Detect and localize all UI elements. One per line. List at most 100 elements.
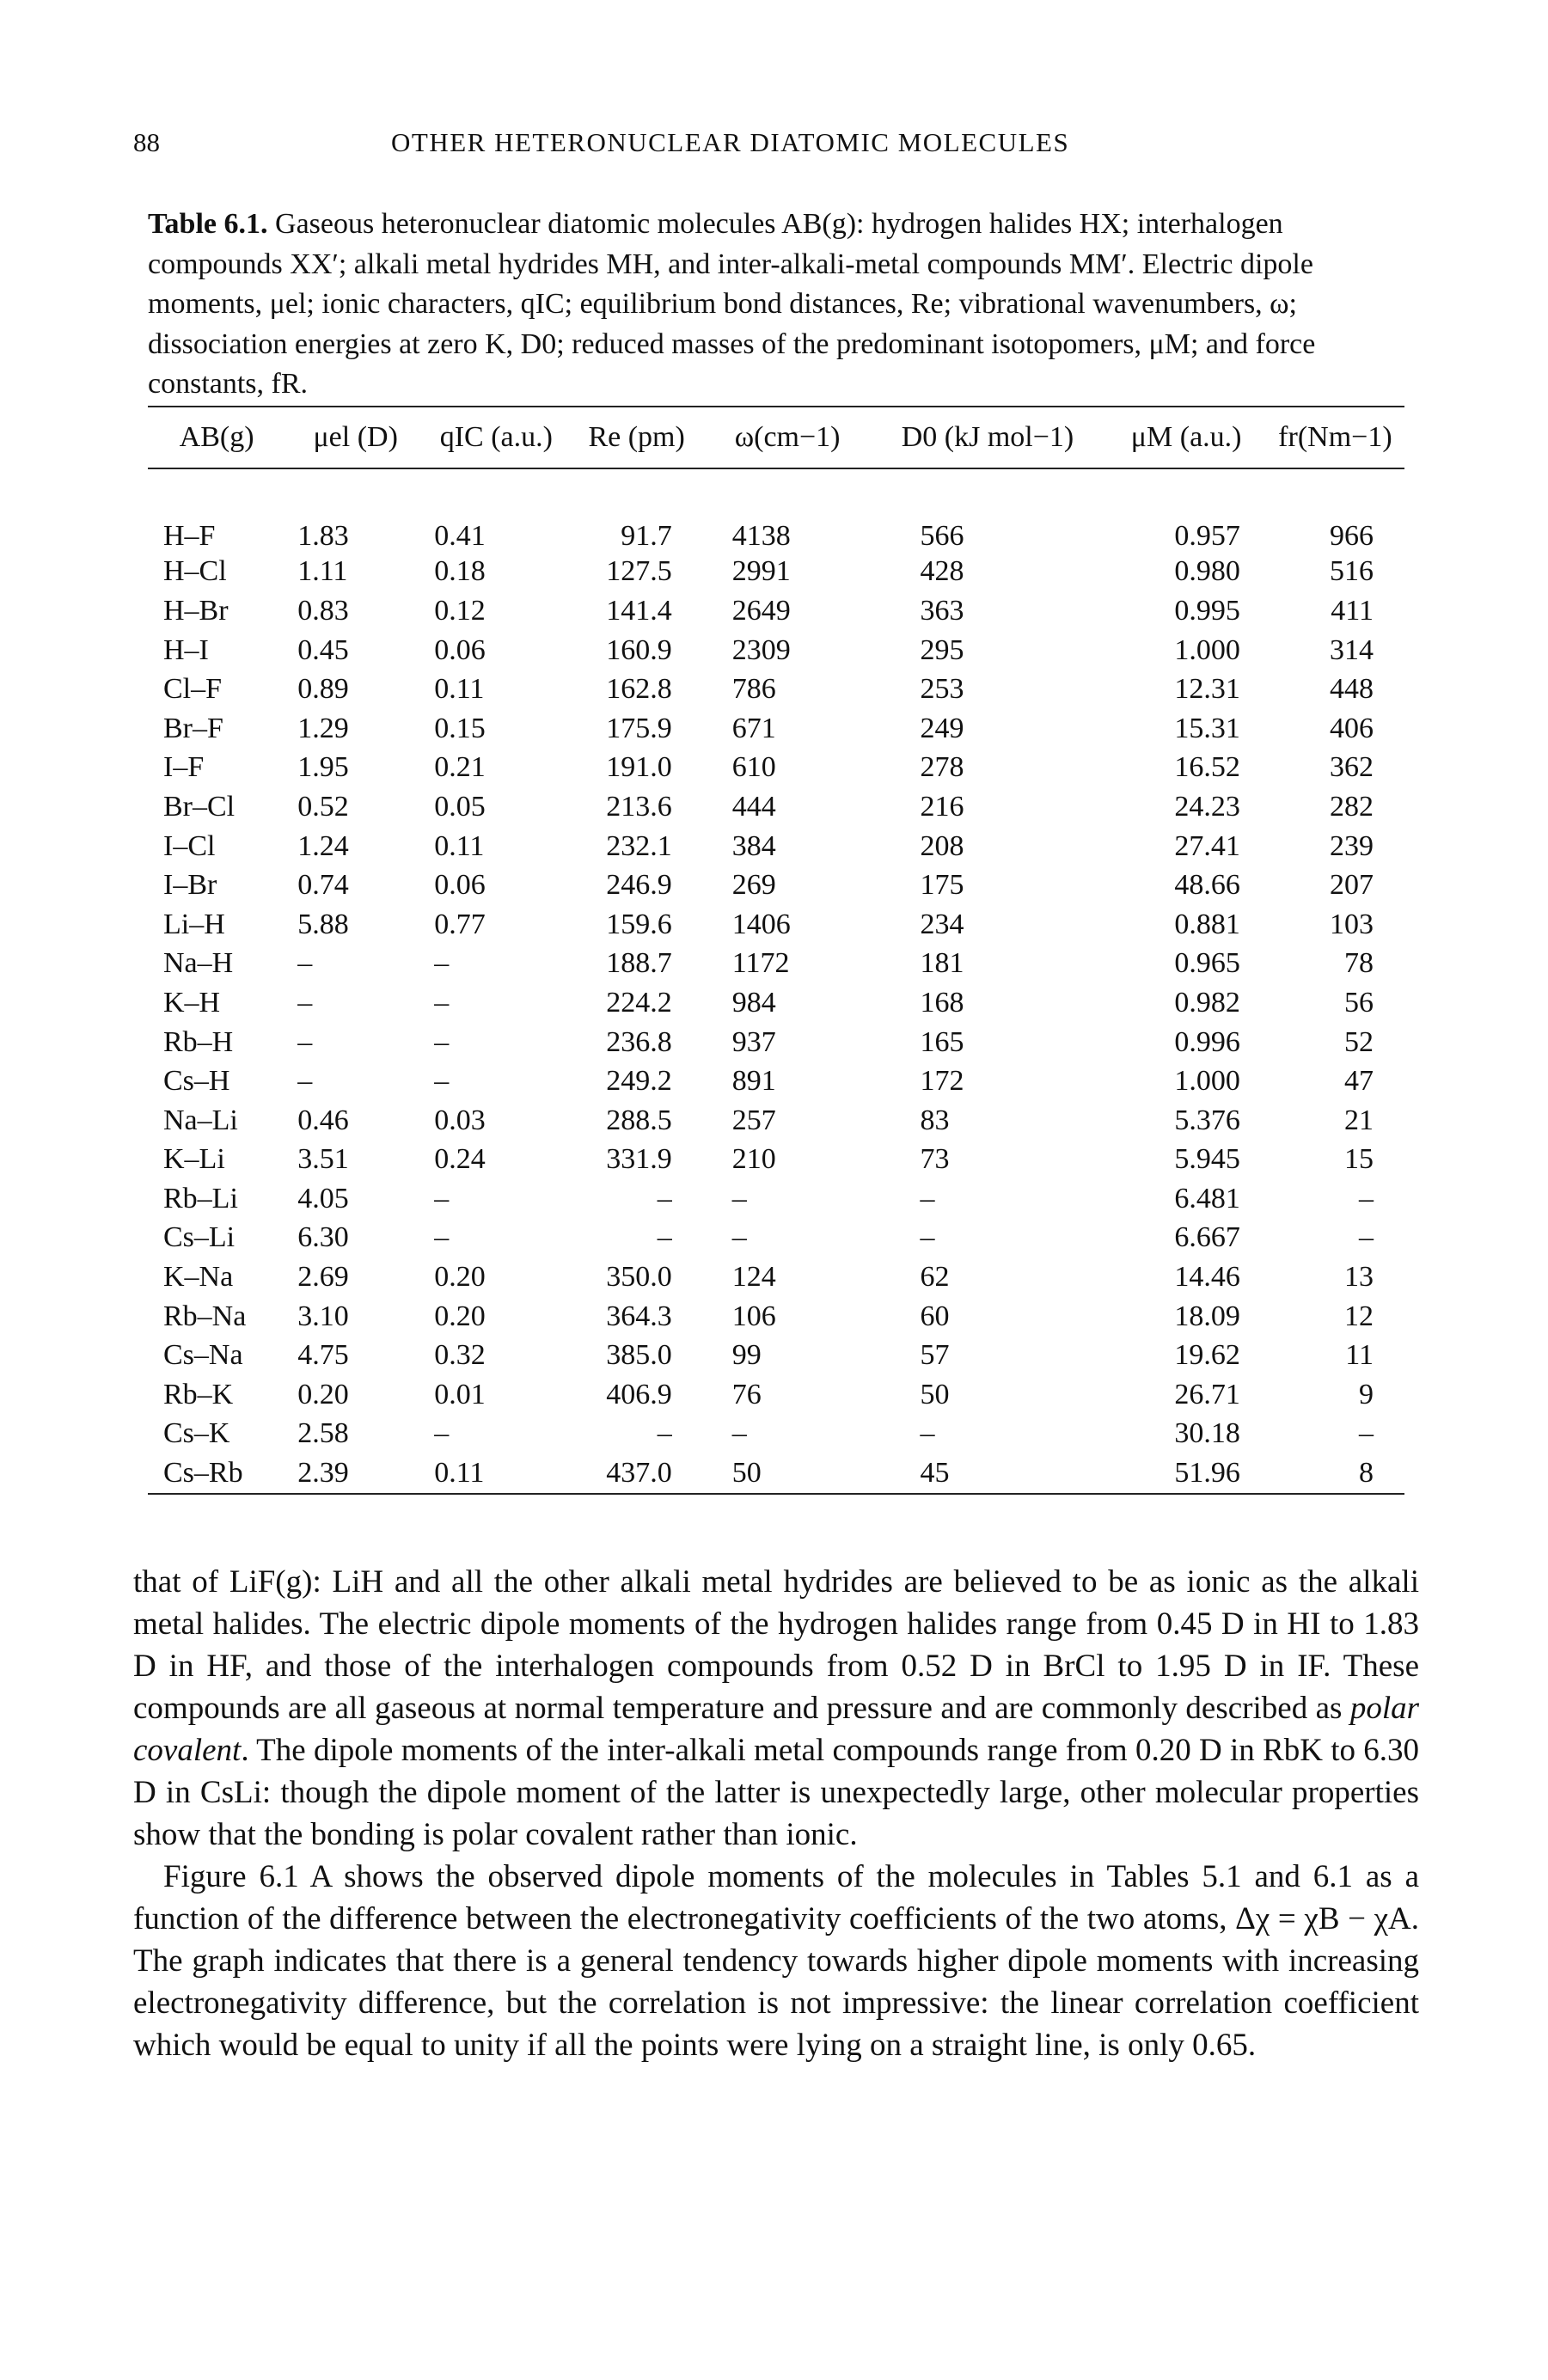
table-cell: 3.51 bbox=[297, 1143, 349, 1176]
table-cell: 249.2 bbox=[606, 1065, 672, 1098]
table-cell: – bbox=[1359, 1417, 1374, 1450]
table-cell: 216 bbox=[920, 790, 964, 823]
table-cell: 236.8 bbox=[606, 1025, 672, 1058]
table-cell: H–Cl bbox=[163, 555, 227, 588]
table-cell: 384 bbox=[731, 829, 776, 862]
table-cell: 160.9 bbox=[606, 633, 672, 666]
table-cell: – bbox=[731, 1221, 747, 1254]
table-cell: 51.96 bbox=[1174, 1457, 1240, 1490]
column-header: μM (a.u.) bbox=[1130, 421, 1242, 453]
table-cell: 1406 bbox=[731, 908, 791, 940]
table-cell: 282 bbox=[1330, 790, 1374, 823]
table-cell: – bbox=[657, 1417, 672, 1450]
caption-text: Gaseous heteronuclear diatomic molecules… bbox=[148, 208, 1316, 400]
table-cell: – bbox=[434, 947, 450, 980]
table-top-rule bbox=[148, 406, 1404, 407]
table-cell: 12.31 bbox=[1174, 673, 1240, 706]
table-cell: Cs–Na bbox=[163, 1339, 243, 1372]
column-header: μel (D) bbox=[313, 421, 398, 453]
table-cell: I–Cl bbox=[163, 829, 216, 862]
paragraph-2: Figure 6.1 A shows the observed dipole m… bbox=[133, 1859, 1419, 2063]
table-cell: 6.481 bbox=[1174, 1182, 1240, 1214]
table-cell: 4138 bbox=[731, 519, 791, 552]
table-cell: 786 bbox=[731, 673, 776, 706]
table-cell: 2649 bbox=[731, 594, 791, 627]
table-cell: 253 bbox=[920, 673, 964, 706]
table-cell: 0.32 bbox=[434, 1339, 486, 1372]
table-cell: 2991 bbox=[731, 555, 791, 588]
table-cell: 0.74 bbox=[297, 869, 349, 902]
molecules-table: AB(g)μel (D)qIC (a.u.)Re (pm)ω(cm−1)D0 (… bbox=[148, 407, 1404, 1493]
table-cell: – bbox=[1359, 1221, 1374, 1254]
table-cell: 0.20 bbox=[297, 1378, 349, 1410]
table-cell: 1172 bbox=[731, 947, 790, 980]
table-cell: 891 bbox=[731, 1065, 776, 1098]
table-cell: 188.7 bbox=[606, 947, 672, 980]
table-cell: 50 bbox=[920, 1378, 950, 1410]
table-cell: 0.980 bbox=[1174, 555, 1240, 588]
table-cell: K–Li bbox=[163, 1143, 225, 1176]
table-cell: 278 bbox=[920, 751, 964, 784]
table-cell: 6.30 bbox=[297, 1221, 349, 1254]
table-cell: 19.62 bbox=[1174, 1339, 1240, 1372]
table-cell: 91.7 bbox=[621, 519, 672, 552]
table-cell: 0.11 bbox=[434, 673, 485, 706]
table-cell: 1.83 bbox=[297, 519, 349, 552]
table-cell: 13 bbox=[1344, 1261, 1374, 1294]
table-cell: 26.71 bbox=[1174, 1378, 1240, 1410]
table-cell: 6.667 bbox=[1174, 1221, 1240, 1254]
table-cell: – bbox=[434, 986, 450, 1019]
table-cell: 0.06 bbox=[434, 633, 486, 666]
table-cell: 0.982 bbox=[1174, 986, 1240, 1019]
table-cell: 24.23 bbox=[1174, 790, 1240, 823]
page-header: 88 OTHER HETERONUCLEAR DIATOMIC MOLECULE… bbox=[133, 127, 1423, 165]
table-cell: 11 bbox=[1345, 1339, 1374, 1372]
table-cell: 0.12 bbox=[434, 594, 486, 627]
table-cell: – bbox=[434, 1065, 450, 1098]
table-cell: 141.4 bbox=[606, 594, 672, 627]
table-cell: 16.52 bbox=[1174, 751, 1240, 784]
header-rule-row bbox=[148, 468, 1404, 508]
table-cell: 213.6 bbox=[606, 790, 672, 823]
table-cell: 207 bbox=[1330, 869, 1374, 902]
table-cell: 172 bbox=[920, 1065, 964, 1098]
table-cell: 0.11 bbox=[434, 1457, 485, 1490]
table-cell: – bbox=[731, 1417, 747, 1450]
table-cell: 362 bbox=[1330, 751, 1374, 784]
table-cell: K–Na bbox=[163, 1261, 234, 1294]
table-cell: 269 bbox=[731, 869, 776, 902]
table-cell: 191.0 bbox=[606, 751, 672, 784]
paragraph-1-part-b: . The dipole moments of the inter-alkali… bbox=[133, 1733, 1419, 1852]
table-cell: 448 bbox=[1330, 673, 1374, 706]
table-cell: 2.58 bbox=[297, 1417, 349, 1450]
table-cell: – bbox=[297, 1065, 313, 1098]
table-cell: 127.5 bbox=[606, 555, 672, 588]
table-cell: 295 bbox=[920, 633, 964, 666]
table-cell: 4.75 bbox=[297, 1339, 349, 1372]
table-cell: 175 bbox=[920, 869, 964, 902]
table-cell: 364.3 bbox=[606, 1300, 672, 1332]
table-cell: 966 bbox=[1330, 519, 1374, 552]
table-cell: 45 bbox=[920, 1457, 950, 1490]
table-cell: 57 bbox=[920, 1339, 950, 1372]
table-cell: 1.29 bbox=[297, 712, 349, 744]
table-cell: 249 bbox=[920, 712, 964, 744]
header-rule bbox=[148, 468, 1404, 508]
table-cell: 5.945 bbox=[1174, 1143, 1240, 1176]
table-cell: 76 bbox=[731, 1378, 762, 1410]
table-cell: 406 bbox=[1330, 712, 1374, 744]
table-cell: 2.39 bbox=[297, 1457, 349, 1490]
table-cell: 208 bbox=[920, 829, 964, 862]
table-cell: 50 bbox=[731, 1457, 762, 1490]
table-cell: 1.11 bbox=[297, 555, 348, 588]
table-cell: 47 bbox=[1344, 1065, 1374, 1098]
